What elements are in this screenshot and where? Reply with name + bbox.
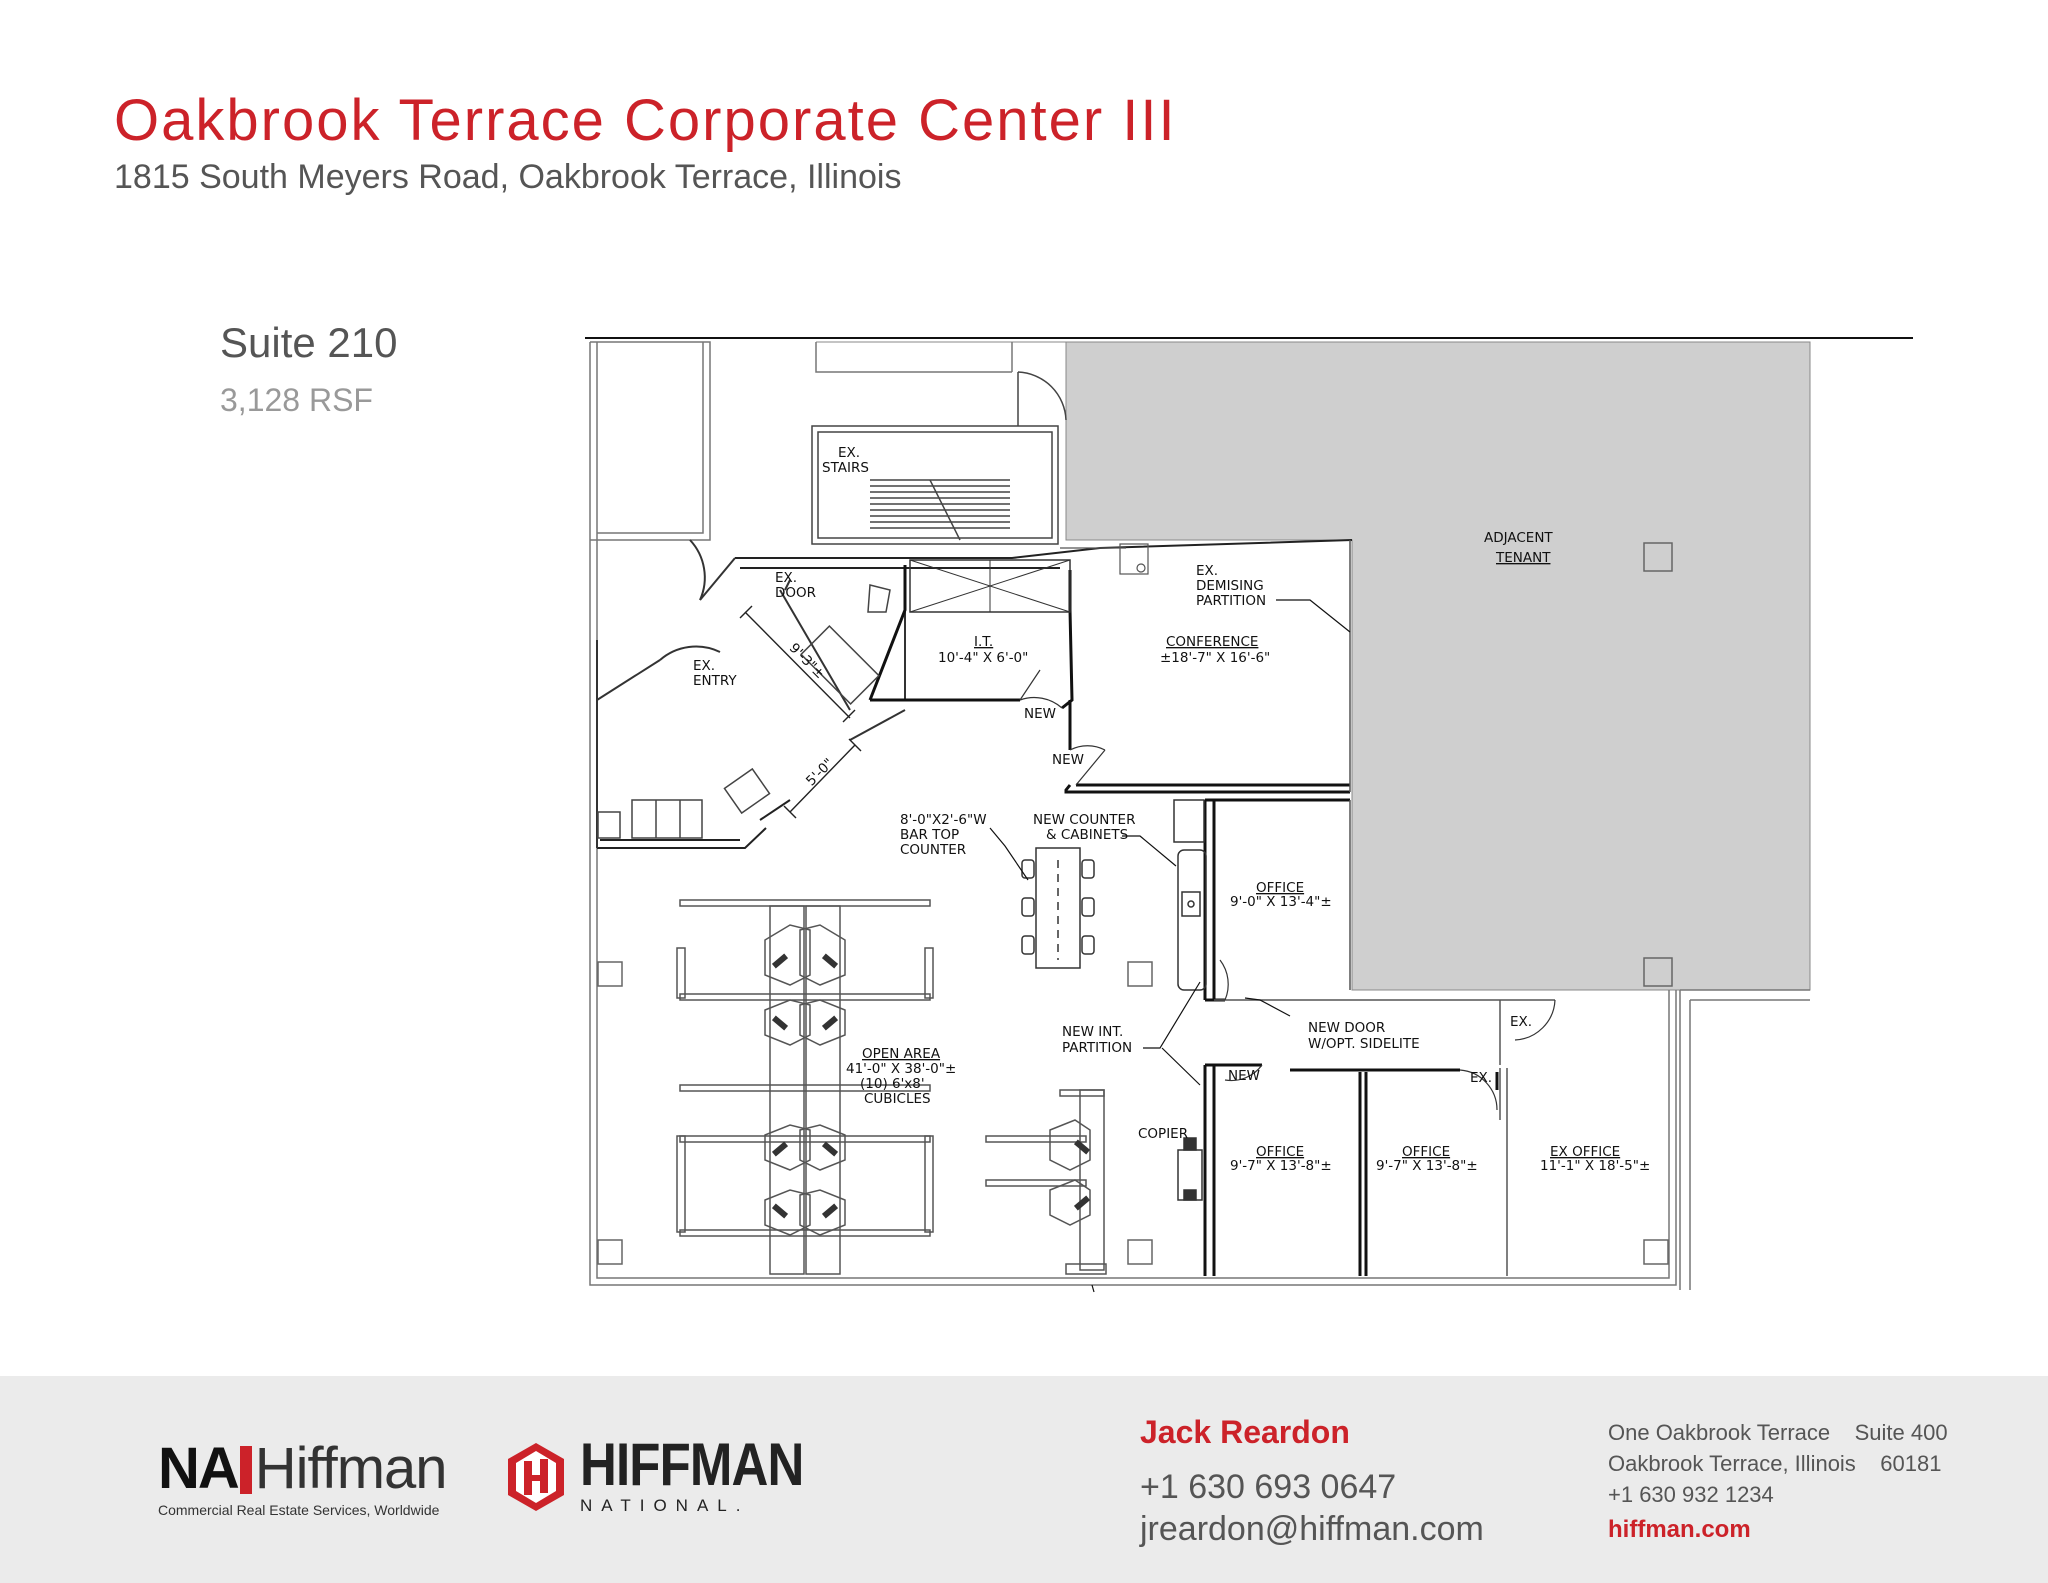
- svg-text:41'-0" X 38'-0"±: 41'-0" X 38'-0"±: [846, 1061, 956, 1077]
- label-ex-door: EX.: [775, 570, 797, 586]
- label-open-area: OPEN AREA: [862, 1046, 941, 1062]
- svg-text:COUNTER: COUNTER: [900, 842, 966, 858]
- stairs: [811, 371, 1067, 545]
- entry-walls: [596, 539, 906, 848]
- label-new: NEW: [1228, 1068, 1260, 1084]
- svg-text:& CABINETS: & CABINETS: [1046, 827, 1128, 843]
- adjacent-tenant-area: [816, 341, 1811, 991]
- label-conference: CONFERENCE: [1166, 634, 1258, 650]
- svg-text:BAR TOP: BAR TOP: [900, 827, 959, 843]
- suite-area: 3,128 RSF: [220, 382, 373, 418]
- kitchen-counter: [1173, 799, 1207, 991]
- dimension-lines: [739, 605, 862, 819]
- svg-text:10'-4" X 6'-0": 10'-4" X 6'-0": [938, 650, 1028, 666]
- hiffman-shield-icon: [508, 1443, 564, 1511]
- svg-text:PARTITION: PARTITION: [1062, 1040, 1132, 1056]
- interior-walls: [1203, 798, 1499, 1276]
- label-ex-entry: EX.: [693, 658, 715, 674]
- page-title: Oakbrook Terrace Corporate Center III: [114, 88, 1177, 153]
- label-copier: COPIER: [1138, 1126, 1188, 1142]
- svg-text:ENTRY: ENTRY: [693, 673, 737, 689]
- label-new-door: NEW DOOR: [1308, 1020, 1385, 1036]
- svg-text:PARTITION: PARTITION: [1196, 593, 1266, 609]
- svg-text:TENANT: TENANT: [1495, 550, 1551, 566]
- lounge-furniture: [597, 584, 891, 839]
- label-ex: EX.: [1470, 1070, 1492, 1086]
- svg-text:9'-0" X 13'-4"±: 9'-0" X 13'-4"±: [1230, 894, 1332, 910]
- cubicle-chairs: [771, 953, 1091, 1219]
- label-office-3: OFFICE: [1402, 1144, 1450, 1160]
- label-new-counter: NEW COUNTER: [1033, 812, 1135, 828]
- bar-top-counter: [1021, 847, 1095, 969]
- svg-text:9'-7" X 13'-8"±: 9'-7" X 13'-8"±: [1376, 1158, 1478, 1174]
- leader-lines: [989, 599, 1351, 1293]
- suite-name: Suite 210: [220, 319, 398, 366]
- nai-tagline: Commercial Real Estate Services, Worldwi…: [158, 1502, 440, 1518]
- label-bar-top: 8'-0"X2'-6"W: [900, 812, 987, 828]
- column-marker: [1643, 542, 1673, 572]
- label-it-room: I.T.: [974, 634, 993, 650]
- hiffman-national-logo: HIFFMAN NATIONAL.: [506, 1435, 843, 1516]
- copier: [1177, 1137, 1203, 1201]
- footer-bar: [0, 1376, 2048, 1583]
- label-ex: EX.: [1510, 1014, 1532, 1030]
- contact-phone[interactable]: +1 630 693 0647: [1140, 1468, 1397, 1506]
- svg-text:STAIRS: STAIRS: [822, 460, 869, 476]
- label-office-2: OFFICE: [1256, 1144, 1304, 1160]
- label-dim-5-0: 5'-0": [803, 755, 837, 789]
- svg-text:(10) 6'x8': (10) 6'x8': [860, 1076, 925, 1092]
- label-office-1: OFFICE: [1256, 880, 1304, 896]
- svg-text:CUBICLES: CUBICLES: [864, 1091, 931, 1107]
- column-marker: [1643, 957, 1673, 987]
- office-address-line2: Oakbrook Terrace, Illinois 60181: [1608, 1451, 1942, 1476]
- svg-text:DEMISING: DEMISING: [1196, 578, 1264, 594]
- floor-plan: EX. STAIRS EX. DOOR EX. ENTRY 9'-3"± 5'-…: [585, 337, 1913, 1293]
- building-address: 1815 South Meyers Road, Oakbrook Terrace…: [114, 158, 902, 196]
- label-ex-office: EX OFFICE: [1550, 1144, 1620, 1160]
- svg-text:W/OPT. SIDELITE: W/OPT. SIDELITE: [1308, 1036, 1420, 1052]
- cubicles: [676, 899, 1107, 1275]
- label-ex-stairs: EX.: [838, 445, 860, 461]
- website-link[interactable]: hiffman.com: [1608, 1516, 1751, 1543]
- conference-room: [1064, 700, 1350, 794]
- svg-text:±18'-7" X 16'-6": ±18'-7" X 16'-6": [1160, 650, 1270, 666]
- contact-name: Jack Reardon: [1140, 1414, 1350, 1450]
- office-phone[interactable]: +1 630 932 1234: [1608, 1482, 1774, 1507]
- label-new: NEW: [1024, 706, 1056, 722]
- label-ex-demising: EX.: [1196, 563, 1218, 579]
- label-new-int-partition: NEW INT.: [1062, 1024, 1123, 1040]
- label-new: NEW: [1052, 752, 1084, 768]
- svg-text:DOOR: DOOR: [775, 585, 816, 601]
- office-address-line1: One Oakbrook Terrace Suite 400: [1608, 1420, 1948, 1445]
- svg-text:9'-7" X 13'-8"±: 9'-7" X 13'-8"±: [1230, 1158, 1332, 1174]
- label-adjacent-tenant: ADJACENT: [1484, 530, 1553, 546]
- contact-email[interactable]: jreardon@hiffman.com: [1140, 1510, 1484, 1548]
- it-room: [868, 565, 1074, 710]
- svg-text:11'-1" X 18'-5"±: 11'-1" X 18'-5"±: [1540, 1158, 1650, 1174]
- column-markers: [597, 961, 1669, 1265]
